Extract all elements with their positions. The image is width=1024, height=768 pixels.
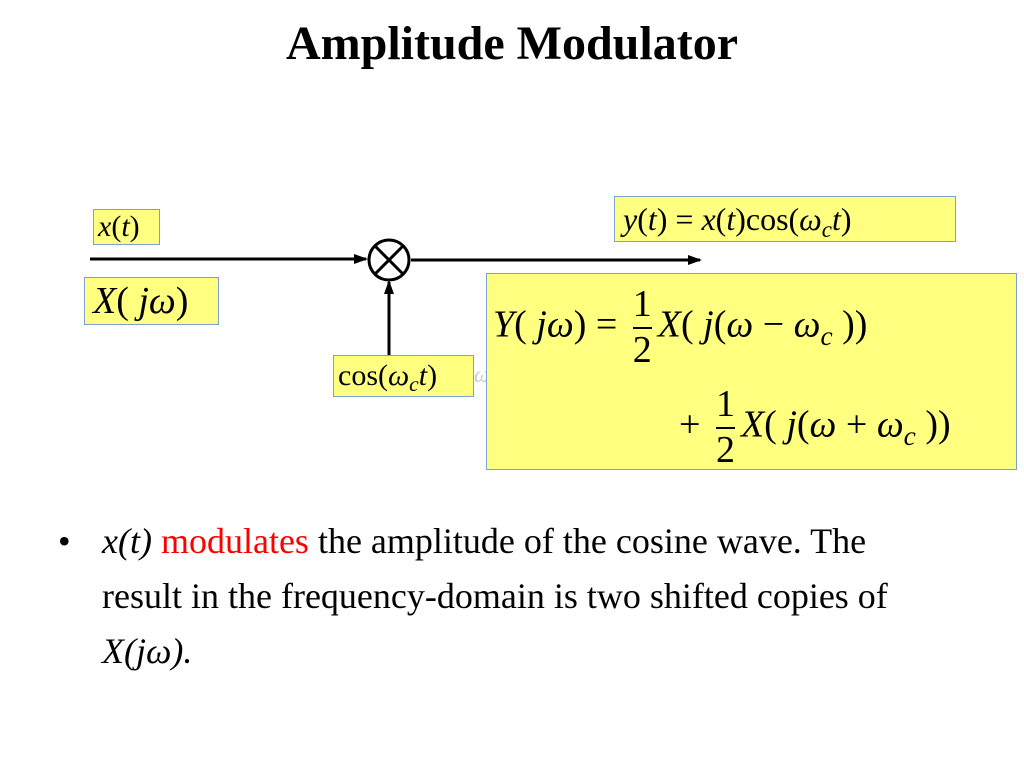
ghost-omega-text: ω xyxy=(474,362,490,387)
carrier-close: ) xyxy=(427,359,438,392)
input-time-fn: x xyxy=(98,210,112,243)
fraction-den: 2 xyxy=(715,428,735,471)
eq-X2-j: j xyxy=(786,403,797,446)
input-time-open: ( xyxy=(111,210,122,243)
output-x-open: ( xyxy=(715,201,727,237)
carrier-omega: ω xyxy=(387,359,410,392)
bullet-term: x(t) xyxy=(102,521,152,561)
eq-X1-omega-c: ω xyxy=(793,303,821,346)
multiplier-cross-b xyxy=(373,244,405,276)
output-sub: c xyxy=(821,215,832,242)
eq-X2-close: )) xyxy=(915,403,951,446)
eq-X1-minus: − xyxy=(753,303,794,346)
eq-Y-var: jω xyxy=(536,303,574,346)
carrier-cos: cos( xyxy=(338,359,388,392)
output-x-var: t xyxy=(726,201,736,237)
eq-X1-close: )) xyxy=(832,303,868,346)
input-freq-close: ) xyxy=(175,280,189,322)
eq-Y-open: ( xyxy=(514,303,537,346)
input-freq-var: jω xyxy=(138,280,176,322)
eq-X2: X xyxy=(740,403,765,446)
fraction-bar xyxy=(715,426,735,429)
bullet-body: the amplitude of the cosine wave. The re… xyxy=(102,521,888,616)
fraction-num: 1 xyxy=(715,383,735,425)
eq-X1-j: j xyxy=(703,303,714,346)
bullet-highlight: modulates xyxy=(160,521,309,561)
input-freq-label: X( jω) xyxy=(84,277,219,325)
output-y-var: t xyxy=(647,201,657,237)
carrier-label: cos(ωct) xyxy=(333,355,474,397)
eq-X2-paren: ( xyxy=(796,403,810,446)
eq-X2-sub: c xyxy=(903,420,916,451)
bullet-marker: • xyxy=(58,521,71,561)
output-eq: = xyxy=(667,201,702,237)
fraction-bar xyxy=(632,326,652,329)
eq-Y-close: ) = xyxy=(573,303,627,346)
eq-X1-paren: ( xyxy=(713,303,727,346)
input-freq-open: ( xyxy=(116,280,139,322)
eq-X1-omega: ω xyxy=(726,303,754,346)
bullet-term-2: X(jω). xyxy=(102,631,193,671)
input-time-close: ) xyxy=(129,210,140,243)
output-x: x xyxy=(701,201,716,237)
output-cos: cos( xyxy=(745,201,800,237)
eq-X2-omega-c: ω xyxy=(876,403,904,446)
eq-X2-plus: + xyxy=(836,403,877,446)
output-close: ) xyxy=(840,201,852,237)
fraction-num: 1 xyxy=(632,283,652,325)
slide-title: Amplitude Modulator xyxy=(285,17,738,70)
eq-X1: X xyxy=(657,303,681,346)
output-omega: ω xyxy=(799,201,822,237)
carrier-var: t xyxy=(418,359,428,392)
output-y-open: ( xyxy=(637,201,648,237)
input-time-var: t xyxy=(121,210,130,243)
output-y-close: ) xyxy=(656,201,668,237)
eq-X2-open: ( xyxy=(764,403,787,446)
fraction-den: 2 xyxy=(632,328,652,371)
carrier-sub: c xyxy=(409,372,419,397)
eq-Y: Y xyxy=(493,303,515,346)
output-t: t xyxy=(832,201,841,237)
input-freq-fn: X xyxy=(93,280,117,322)
eq-X2-omega: ω xyxy=(809,403,837,446)
eq-X1-sub: c xyxy=(820,320,833,351)
bullet-text: x(t) modulates the amplitude of the cosi… xyxy=(102,514,938,679)
output-time-label: y(t) = x(t)cos(ωct) xyxy=(614,196,956,242)
eq-X1-open: ( xyxy=(681,303,704,346)
input-time-label: x(t) xyxy=(93,209,160,245)
eq-plus: + xyxy=(679,403,710,446)
output-x-close: ) xyxy=(735,201,746,237)
output-y: y xyxy=(623,201,638,237)
